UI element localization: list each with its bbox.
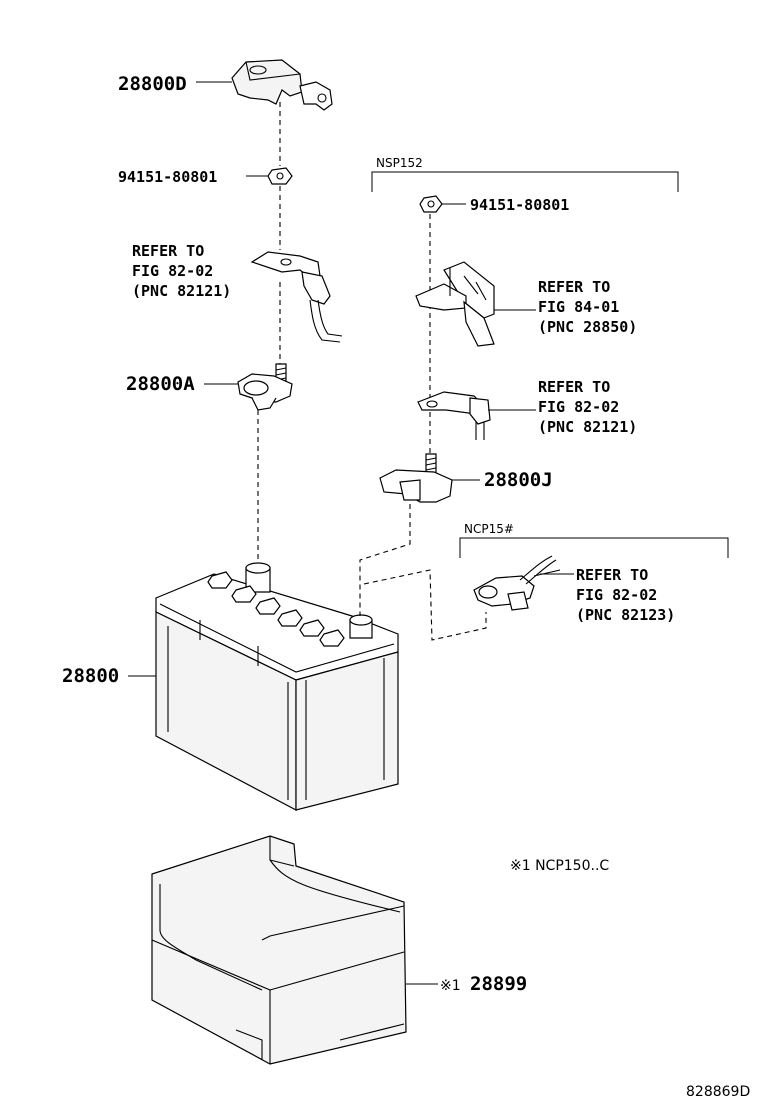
- ncp-group-bracket: [459, 537, 729, 558]
- nut-left-part: [267, 167, 293, 185]
- refer-r3-line2: FIG 82-02: [576, 586, 657, 604]
- battery-tray-part: [151, 835, 407, 1065]
- refer-left-line3: (PNC 82121): [132, 282, 231, 300]
- clamp-j-label: 28800J: [484, 469, 553, 491]
- refer-r2-line1: REFER TO: [538, 378, 610, 396]
- tray-label: 28899: [470, 973, 527, 995]
- nut-right-part: [419, 195, 443, 213]
- refer-r1-line2: FIG 84-01: [538, 298, 619, 316]
- battery-label: 28800: [62, 665, 119, 687]
- nsp-group-label: NSP152: [376, 156, 423, 170]
- clamp-a-label: 28800A: [126, 373, 195, 395]
- cable-terminal-ncp-part: [473, 555, 561, 611]
- refer-r1-line1: REFER TO: [538, 278, 610, 296]
- nut-left-label: 94151-80801: [118, 168, 217, 186]
- battery-part: [155, 562, 399, 811]
- refer-r2-line2: FIG 82-02: [538, 398, 619, 416]
- terminal-cover-part: [231, 59, 333, 111]
- cable-terminal-left-part: [250, 251, 343, 343]
- refer-r1-line3: (PNC 28850): [538, 318, 637, 336]
- figure-id: 828869D: [686, 1084, 750, 1100]
- cable-terminal-right-part: [417, 391, 491, 440]
- variant-note: ※1 NCP150..C: [510, 858, 609, 874]
- tray-mark: ※1: [440, 978, 461, 994]
- refer-r2-line3: (PNC 82121): [538, 418, 637, 436]
- refer-r3-line3: (PNC 82123): [576, 606, 675, 624]
- fusible-link-block-part: [415, 261, 495, 347]
- clamp-a-part: [237, 363, 293, 411]
- cover-label: 28800D: [118, 73, 187, 95]
- ncp-group-label: NCP15#: [464, 522, 514, 536]
- nsp-group-bracket: [371, 171, 679, 192]
- refer-r3-line1: REFER TO: [576, 566, 648, 584]
- refer-left-line1: REFER TO: [132, 242, 204, 260]
- clamp-j-part: [379, 453, 453, 503]
- refer-left-line2: FIG 82-02: [132, 262, 213, 280]
- nut-right-label: 94151-80801: [470, 196, 569, 214]
